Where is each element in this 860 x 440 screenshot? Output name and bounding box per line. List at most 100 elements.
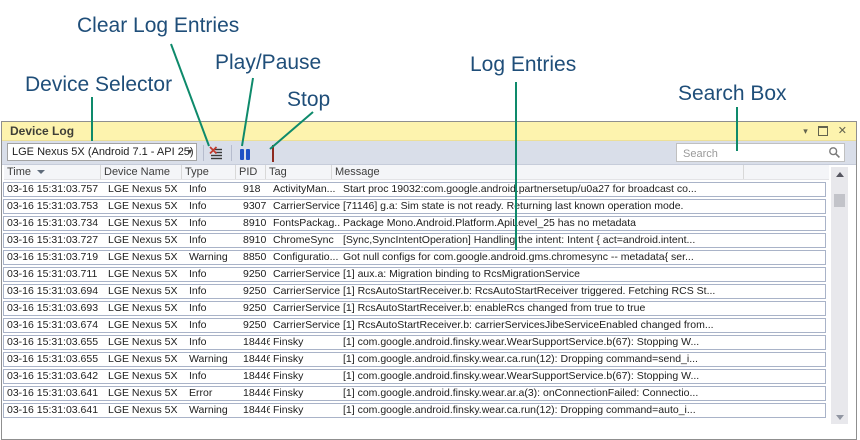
search-input[interactable] — [681, 145, 825, 162]
cell-device: LGE Nexus 5X — [108, 302, 178, 314]
cell-message: [1] com.google.android.finsky.wear.ar.a(… — [343, 387, 699, 399]
cell-device: LGE Nexus 5X — [108, 387, 178, 399]
cell-type: Info — [189, 285, 207, 297]
cell-tag: CarrierServices — [273, 319, 340, 331]
toolbar-separator — [231, 145, 232, 161]
toolbar: LGE Nexus 5X (Android 7.1 - API 25) ▾ — [2, 141, 856, 165]
scroll-up-button[interactable] — [831, 167, 848, 181]
cell-message: [1] com.google.android.finsky.wear.WearS… — [343, 336, 700, 348]
cell-type: Info — [189, 200, 207, 212]
cell-pid: 8910 — [243, 234, 267, 246]
table-row[interactable]: 03-16 15:31:03.694 LGE Nexus 5X Info 925… — [3, 284, 826, 299]
cell-tag: CarrierServices — [273, 268, 340, 280]
annotation-clear-log-entries: Clear Log Entries — [77, 14, 240, 37]
table-row[interactable]: 03-16 15:31:03.655 LGE Nexus 5X Info 184… — [3, 335, 826, 350]
vertical-scrollbar[interactable] — [831, 167, 848, 424]
scroll-up-icon — [835, 171, 844, 177]
cell-type: Info — [189, 336, 207, 348]
cell-message: [1] com.google.android.finsky.wear.ca.ru… — [343, 353, 698, 365]
window-title: Device Log — [10, 124, 75, 138]
cell-device: LGE Nexus 5X — [108, 200, 178, 212]
table-row[interactable]: 03-16 15:31:03.757 LGE Nexus 5X Info 918… — [3, 182, 826, 197]
cell-device: LGE Nexus 5X — [108, 370, 178, 382]
cell-device: LGE Nexus 5X — [108, 268, 178, 280]
cell-device: LGE Nexus 5X — [108, 251, 178, 263]
cell-tag: ChromeSync — [273, 234, 334, 246]
cell-device: LGE Nexus 5X — [108, 285, 178, 297]
cell-pid: 9250 — [243, 285, 267, 297]
play-pause-button[interactable] — [237, 144, 255, 162]
cell-device: LGE Nexus 5X — [108, 404, 178, 416]
cell-tag: Finsky — [273, 404, 304, 416]
cell-message: [1] RcsAutoStartReceiver.b: RcsAutoStart… — [343, 285, 716, 297]
scrollbar-thumb[interactable] — [834, 194, 845, 207]
cell-device: LGE Nexus 5X — [108, 217, 178, 229]
annotation-play-pause: Play/Pause — [215, 51, 322, 74]
cell-tag: Finsky — [273, 336, 304, 348]
table-row[interactable]: 03-16 15:31:03.727 LGE Nexus 5X Info 891… — [3, 233, 826, 248]
cell-pid: 8850 — [243, 251, 267, 263]
column-header-time[interactable]: Time — [4, 165, 101, 179]
pause-icon — [238, 147, 254, 160]
cell-tag: CarrierServices — [273, 285, 340, 297]
log-rows: 03-16 15:31:03.757 LGE Nexus 5X Info 918… — [3, 182, 826, 420]
table-row[interactable]: 03-16 15:31:03.641 LGE Nexus 5X Error 18… — [3, 386, 826, 401]
column-header-message[interactable]: Message — [332, 165, 744, 179]
cell-pid: 8910 — [243, 217, 267, 229]
cell-pid: 9250 — [243, 319, 267, 331]
maximize-icon[interactable] — [817, 126, 828, 136]
table-row[interactable]: 03-16 15:31:03.693 LGE Nexus 5X Info 925… — [3, 301, 826, 316]
cell-time: 03-16 15:31:03.693 — [7, 302, 99, 314]
stop-button[interactable] — [263, 144, 281, 162]
cell-pid: 9250 — [243, 302, 267, 314]
table-row[interactable]: 03-16 15:31:03.753 LGE Nexus 5X Info 930… — [3, 199, 826, 214]
device-log-window: Device Log ▾ ✕ LGE Nexus 5X (Android 7.1… — [1, 121, 857, 440]
table-row[interactable]: 03-16 15:31:03.674 LGE Nexus 5X Info 925… — [3, 318, 826, 333]
column-header-device-name[interactable]: Device Name — [101, 165, 182, 179]
table-row[interactable]: 03-16 15:31:03.734 LGE Nexus 5X Info 891… — [3, 216, 826, 231]
column-header-tag[interactable]: Tag — [266, 165, 332, 179]
cell-message: [1] aux.a: Migration binding to RcsMigra… — [343, 268, 580, 280]
cell-message: Got null configs for com.google.android.… — [343, 251, 694, 263]
table-row[interactable]: 03-16 15:31:03.642 LGE Nexus 5X Info 184… — [3, 369, 826, 384]
cell-time: 03-16 15:31:03.641 — [7, 387, 99, 399]
cell-message: [1] RcsAutoStartReceiver.b: enableRcs ch… — [343, 302, 646, 314]
cell-tag: CarrierServices — [273, 200, 340, 212]
cell-type: Info — [189, 370, 207, 382]
table-row[interactable]: 03-16 15:31:03.641 LGE Nexus 5X Warning … — [3, 403, 826, 418]
cell-time: 03-16 15:31:03.641 — [7, 404, 99, 416]
cell-time: 03-16 15:31:03.655 — [7, 353, 99, 365]
column-header-type[interactable]: Type — [182, 165, 236, 179]
cell-type: Warning — [189, 404, 228, 416]
table-row[interactable]: 03-16 15:31:03.719 LGE Nexus 5X Warning … — [3, 250, 826, 265]
cell-tag: Configuratio... — [273, 251, 339, 263]
close-icon[interactable]: ✕ — [837, 125, 847, 137]
table-row[interactable]: 03-16 15:31:03.711 LGE Nexus 5X Info 925… — [3, 267, 826, 282]
cell-message: [1] com.google.android.finsky.wear.ca.ru… — [343, 404, 696, 416]
scroll-down-button[interactable] — [831, 410, 848, 424]
annotation-stop: Stop — [287, 88, 331, 111]
cell-device: LGE Nexus 5X — [108, 336, 178, 348]
titlebar[interactable]: Device Log ▾ ✕ — [2, 122, 856, 141]
cell-pid: 918 — [243, 183, 261, 195]
cell-pid: 9307 — [243, 200, 267, 212]
cell-device: LGE Nexus 5X — [108, 353, 178, 365]
cell-device: LGE Nexus 5X — [108, 183, 178, 195]
cell-time: 03-16 15:31:03.734 — [7, 217, 99, 229]
window-position-icon[interactable]: ▾ — [803, 126, 808, 136]
cell-type: Info — [189, 234, 207, 246]
annotation-log-entries: Log Entries — [470, 53, 577, 76]
cell-message: Package Mono.Android.Platform.ApiLevel_2… — [343, 217, 637, 229]
cell-time: 03-16 15:31:03.727 — [7, 234, 99, 246]
cell-pid: 9250 — [243, 268, 267, 280]
cell-type: Warning — [189, 251, 228, 263]
cell-time: 03-16 15:31:03.642 — [7, 370, 99, 382]
cell-message: Start proc 19032:com.google.android.part… — [343, 183, 697, 195]
column-header-pid[interactable]: PID — [236, 165, 266, 179]
table-row[interactable]: 03-16 15:31:03.655 LGE Nexus 5X Warning … — [3, 352, 826, 367]
clear-log-entries-button[interactable] — [208, 144, 226, 162]
cell-message: [71146] g.a: Sim state is not ready. Ret… — [343, 200, 684, 212]
device-selector-dropdown[interactable]: LGE Nexus 5X (Android 7.1 - API 25) ▾ — [7, 143, 197, 161]
cell-message: [1] com.google.android.finsky.wear.WearS… — [343, 370, 700, 382]
cell-tag: CarrierServices — [273, 302, 340, 314]
